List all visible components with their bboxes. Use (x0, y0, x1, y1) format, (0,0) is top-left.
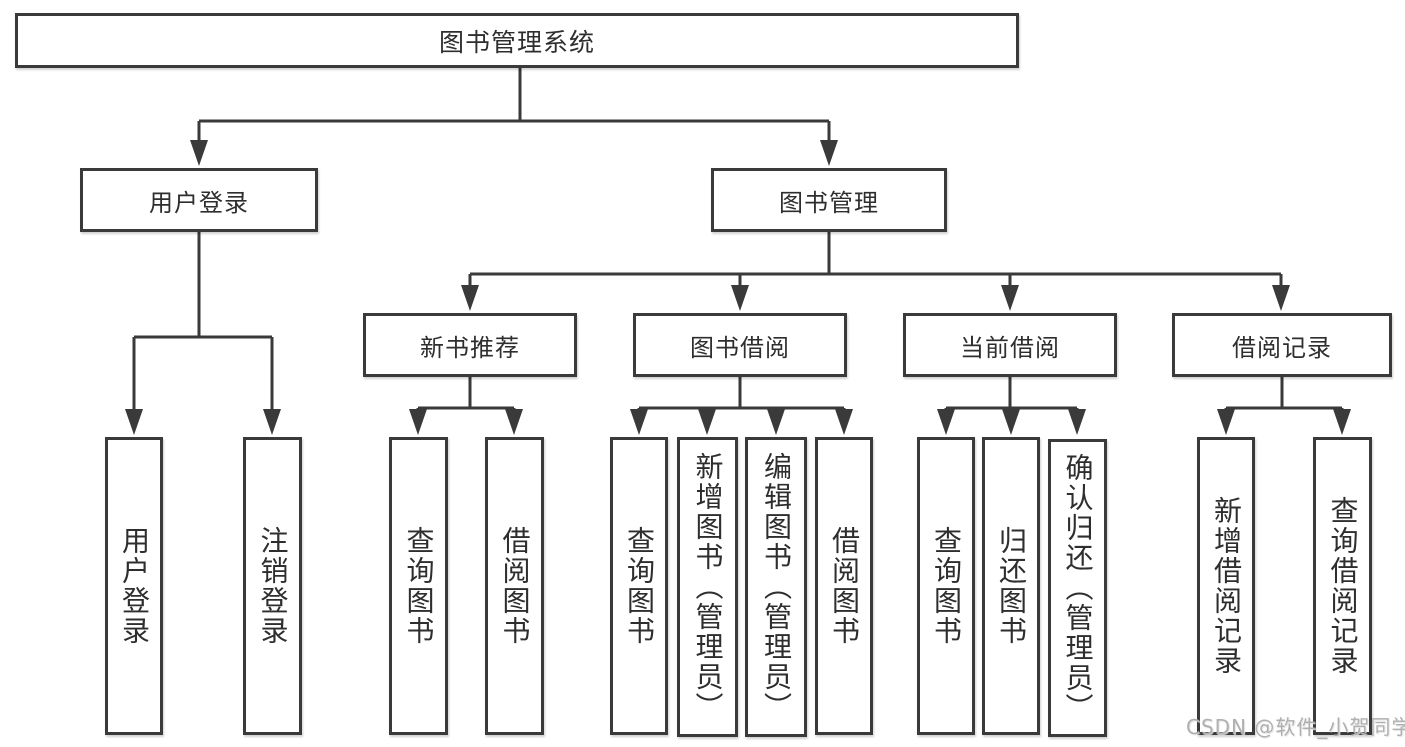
leaf-query-borrow-record-label: 查询借阅记录 (1326, 496, 1360, 676)
leaf-add-borrow-record-label: 新增借阅记录 (1210, 496, 1243, 676)
leaf-add-books-admin: 新增图书（管理员） (677, 437, 738, 737)
node-new-book-recommend: 新书推荐 (363, 313, 577, 377)
node-book-borrow-label: 图书借阅 (690, 333, 790, 362)
leaf-return-books: 归还图书 (982, 437, 1040, 735)
node-book-management-label: 图书管理 (779, 188, 879, 217)
leaf-query-borrow-record: 查询借阅记录 (1313, 437, 1372, 735)
leaf-add-borrow-record: 新增借阅记录 (1197, 437, 1255, 735)
leaf-query-books-current-label: 查询图书 (930, 526, 963, 646)
node-user-login: 用户登录 (80, 168, 318, 232)
leaf-borrow-books: 借阅图书 (815, 437, 873, 735)
node-root-label: 图书管理系统 (438, 27, 595, 57)
leaf-user-login: 用户登录 (105, 437, 163, 735)
node-current-borrow: 当前借阅 (903, 313, 1117, 377)
leaf-logout-label: 注销登录 (256, 526, 290, 646)
leaf-query-books-recommend-label: 查询图书 (402, 526, 436, 646)
leaf-add-books-admin-label: 新增图书（管理员） (691, 452, 725, 722)
leaf-query-books-borrow-label: 查询图书 (623, 526, 656, 646)
leaf-query-books-recommend: 查询图书 (389, 437, 448, 735)
leaf-return-books-label: 归还图书 (995, 526, 1028, 646)
node-book-borrow: 图书借阅 (633, 313, 847, 377)
node-user-login-label: 用户登录 (149, 188, 249, 217)
csdn-watermark: CSDN @软件_小贺同学 (1186, 715, 1405, 739)
node-root: 图书管理系统 (15, 13, 1019, 68)
leaf-query-books-borrow: 查询图书 (610, 437, 668, 735)
arrowhead-icons (125, 140, 1351, 435)
node-borrow-records-label: 借阅记录 (1232, 333, 1332, 362)
leaf-confirm-return-admin: 确认归还（管理员） (1048, 439, 1107, 737)
node-current-borrow-label: 当前借阅 (960, 333, 1060, 362)
leaf-borrow-books-recommend-label: 借阅图书 (498, 526, 532, 646)
leaf-confirm-return-admin-label: 确认归还（管理员） (1061, 453, 1095, 723)
leaf-query-books-current: 查询图书 (917, 437, 975, 735)
node-borrow-records: 借阅记录 (1172, 313, 1392, 377)
leaf-edit-books-admin: 编辑图书（管理员） (745, 437, 807, 737)
leaf-logout: 注销登录 (243, 437, 302, 735)
node-book-management: 图书管理 (711, 168, 947, 232)
leaf-edit-books-admin-label: 编辑图书（管理员） (760, 452, 793, 722)
leaf-borrow-books-label: 借阅图书 (828, 526, 861, 646)
leaf-user-login-label: 用户登录 (118, 526, 151, 646)
leaf-borrow-books-recommend: 借阅图书 (485, 437, 544, 735)
node-new-book-recommend-label: 新书推荐 (420, 333, 520, 362)
